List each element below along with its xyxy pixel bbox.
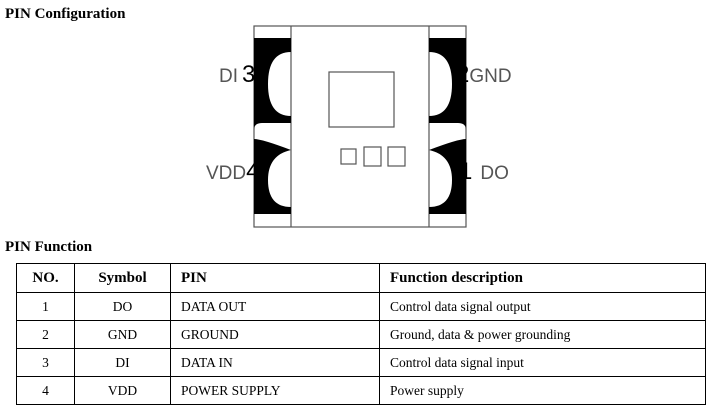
pin-3-number: 3 bbox=[242, 61, 256, 88]
header-function-description: Function description bbox=[379, 263, 706, 293]
table-row: 4 VDD POWER SUPPLY Power supply bbox=[16, 376, 706, 405]
led-package-diagram bbox=[253, 25, 467, 228]
cell-symbol: DI bbox=[74, 348, 171, 377]
pad-2-shape bbox=[429, 38, 466, 130]
cell-description: Control data signal output bbox=[379, 292, 706, 321]
led-cell-1 bbox=[340, 148, 357, 165]
cell-description: Ground, data & power grounding bbox=[379, 320, 706, 349]
cell-no: 2 bbox=[16, 320, 75, 349]
cell-pin: DATA OUT bbox=[170, 292, 380, 321]
pin-1-name: DO bbox=[480, 163, 509, 184]
pin-2-name: GND bbox=[469, 66, 512, 87]
cell-pin: GROUND bbox=[170, 320, 380, 349]
pin-1-number: 1 bbox=[459, 158, 473, 185]
cell-pin: DATA IN bbox=[170, 348, 380, 377]
chip-die bbox=[328, 71, 395, 128]
pin-function-heading: PIN Function bbox=[5, 239, 93, 255]
pin-3-name: DI bbox=[219, 66, 238, 87]
cell-no: 1 bbox=[16, 292, 75, 321]
header-no: NO. bbox=[16, 263, 75, 293]
pin-2-label: 2GND bbox=[456, 61, 512, 88]
pad-1-shape bbox=[429, 139, 466, 214]
cell-description: Power supply bbox=[379, 376, 706, 405]
led-cell-2 bbox=[363, 146, 382, 167]
cell-symbol: VDD bbox=[74, 376, 171, 405]
pin-1-label: 1 DO bbox=[459, 158, 509, 185]
cell-pin: POWER SUPPLY bbox=[170, 376, 380, 405]
header-pin: PIN bbox=[170, 263, 380, 293]
table-row: 2 GND GROUND Ground, data & power ground… bbox=[16, 320, 706, 349]
cell-symbol: GND bbox=[74, 320, 171, 349]
pin-4-number: 4 bbox=[246, 158, 260, 185]
table-row: 1 DO DATA OUT Control data signal output bbox=[16, 292, 706, 321]
cell-no: 3 bbox=[16, 348, 75, 377]
pin-configuration-heading: PIN Configuration bbox=[5, 6, 126, 22]
pin-4-label: VDD4 bbox=[206, 158, 260, 185]
cell-no: 4 bbox=[16, 376, 75, 405]
header-symbol: Symbol bbox=[74, 263, 171, 293]
led-cell-3 bbox=[387, 146, 406, 167]
pin-4-name: VDD bbox=[206, 163, 247, 184]
cell-symbol: DO bbox=[74, 292, 171, 321]
table-header-row: NO. Symbol PIN Function description bbox=[16, 263, 706, 293]
cell-description: Control data signal input bbox=[379, 348, 706, 377]
pad-3-shape bbox=[254, 38, 291, 130]
pad-4-shape bbox=[254, 139, 291, 214]
pin-2-number: 2 bbox=[456, 61, 470, 88]
table-row: 3 DI DATA IN Control data signal input bbox=[16, 348, 706, 377]
pin-function-table: NO. Symbol PIN Function description 1 DO… bbox=[16, 263, 706, 405]
